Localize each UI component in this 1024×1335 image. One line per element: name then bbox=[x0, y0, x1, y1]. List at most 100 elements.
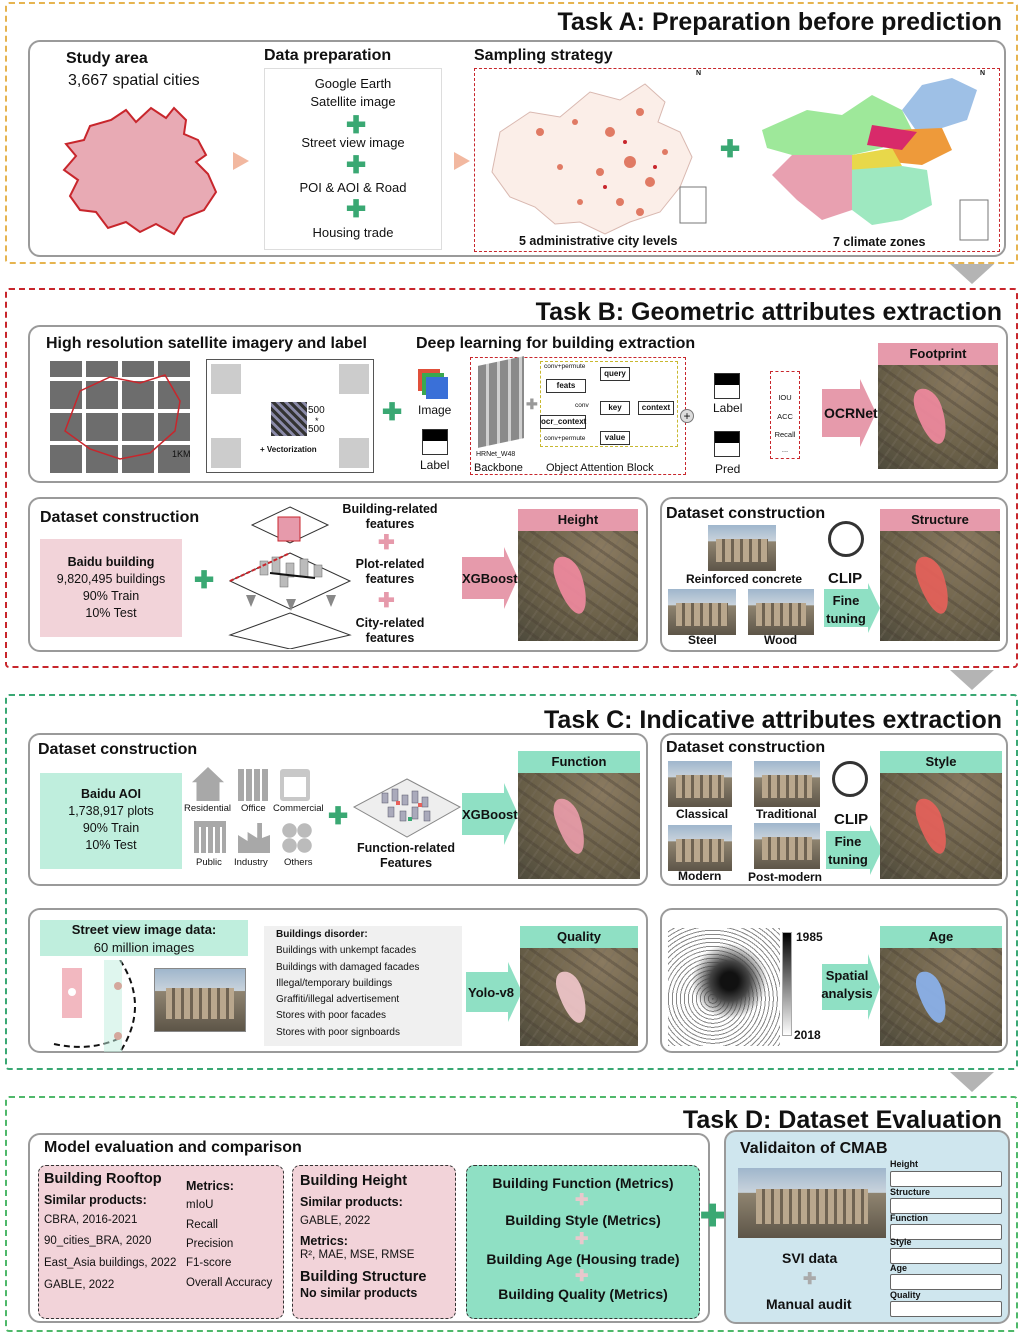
data-item-poi: POI & AOI & Road bbox=[299, 180, 407, 195]
height-eval-metrics-title: Metrics: bbox=[300, 1234, 348, 1248]
plus-icon: ✚ bbox=[803, 1271, 817, 1288]
validation-panel: Validaiton of CMAB SVI data ✚ Manual aud… bbox=[724, 1130, 1010, 1324]
field-structure-input[interactable] bbox=[890, 1198, 1002, 1214]
value-box: value bbox=[600, 431, 630, 445]
baidu-aoi-train: 90% Train bbox=[82, 821, 140, 835]
street-view-sampling-graphic bbox=[53, 960, 136, 1052]
ocrnet-arrow-head bbox=[860, 379, 876, 447]
field-height-input[interactable] bbox=[890, 1171, 1002, 1187]
dl-label-label: Label bbox=[420, 458, 450, 472]
task-c-title: Task C: Indicative attributes extraction bbox=[544, 706, 1002, 734]
climate-zones-map bbox=[762, 78, 989, 241]
function-image: Function bbox=[518, 751, 640, 879]
disorder-item: Graffiti/illegal advertisement bbox=[276, 994, 400, 1005]
xgboost-arrow-head bbox=[504, 547, 518, 609]
wood-photo bbox=[748, 589, 814, 635]
baidu-aoi-box bbox=[40, 773, 182, 869]
svi-data-subtitle: 60 million images bbox=[93, 940, 195, 955]
plus-icon: ✚ bbox=[575, 1268, 589, 1285]
tile-diagram bbox=[206, 359, 374, 473]
spatial-analysis-1: Spatial bbox=[825, 968, 869, 983]
scale-label: 1KM bbox=[172, 449, 191, 459]
structure-eval-note: No similar products bbox=[300, 1286, 418, 1300]
fine-tuning-arrow-head-structure bbox=[868, 583, 880, 633]
disorder-box bbox=[264, 926, 462, 1046]
dl-image-label: Image bbox=[418, 403, 452, 417]
rooftop-box bbox=[38, 1165, 284, 1319]
svi-data-box bbox=[40, 920, 248, 956]
task-b-title: Task B: Geometric attributes extraction bbox=[535, 298, 1002, 326]
function-panel-title: Dataset construction bbox=[38, 741, 198, 758]
validation-title: Validaiton of CMAB bbox=[740, 1140, 888, 1157]
category-commercial: Commercial bbox=[273, 803, 324, 814]
plus-icon: ✚ bbox=[575, 1231, 589, 1248]
vectorization-label: + Vectorization bbox=[260, 445, 317, 454]
city-features-1: City-related bbox=[355, 616, 425, 630]
xgboost-arrow-head-function bbox=[504, 783, 518, 845]
industry-icon bbox=[238, 823, 270, 853]
study-area-title: Study area bbox=[66, 50, 148, 67]
field-quality-input[interactable] bbox=[890, 1301, 1002, 1317]
clip-label-style: CLIP bbox=[834, 811, 869, 828]
svi-label: SVI data bbox=[782, 1250, 838, 1266]
task-arrow-a-b bbox=[950, 264, 994, 284]
eval-quality: Building Quality (Metrics) bbox=[498, 1286, 668, 1302]
backbone-small-label: HRNet_W48 bbox=[476, 451, 516, 458]
eval-style: Building Style (Metrics) bbox=[505, 1212, 661, 1228]
age-bar: Age bbox=[880, 926, 1002, 948]
office-icon bbox=[238, 769, 270, 801]
spatial-analysis-2: analysis bbox=[821, 986, 873, 1001]
function-plot-graphic bbox=[352, 778, 462, 838]
class-modern: Modern bbox=[678, 869, 722, 883]
xgboost-arrow-function bbox=[462, 793, 504, 835]
steel-photo bbox=[668, 589, 736, 635]
plus-icon: ✚ bbox=[378, 590, 395, 612]
tile-width: 500 bbox=[308, 405, 325, 416]
dl-label2: Label bbox=[713, 401, 743, 415]
disorder-item: Stores with poor facades bbox=[276, 1010, 387, 1021]
category-office: Office bbox=[241, 803, 266, 814]
feature-layers-graphic bbox=[228, 506, 352, 649]
clip-label-structure: CLIP bbox=[828, 570, 863, 587]
class-steel: Steel bbox=[688, 633, 717, 647]
building-features-2: features bbox=[365, 517, 415, 531]
task-b-frame: Task B: Geometric attributes extraction bbox=[5, 288, 1018, 668]
backbone-label: Backbone bbox=[474, 462, 523, 474]
ocrnet-label: OCRNet bbox=[824, 405, 878, 421]
admin-levels-map bbox=[491, 83, 707, 235]
footprint-image: Footprint bbox=[878, 343, 998, 469]
function-features-1: Function-related bbox=[357, 841, 455, 855]
street-view-photo bbox=[154, 968, 246, 1032]
class-reinforced-concrete: Reinforced concrete bbox=[686, 572, 803, 586]
sum-icon: + bbox=[680, 409, 694, 423]
fine-tuning-style-1: Fine bbox=[834, 834, 862, 849]
field-function-input[interactable] bbox=[890, 1224, 1002, 1240]
china-map-shape bbox=[62, 106, 218, 236]
svi-validation-photo bbox=[738, 1168, 886, 1238]
city-features-2: features bbox=[365, 631, 415, 645]
disorder-item: Buildings with damaged facades bbox=[276, 962, 420, 973]
plus-icon: ✚ bbox=[526, 396, 538, 412]
rooftop-product: East_Asia buildings, 2022 bbox=[44, 1257, 177, 1269]
height-eval-product: GABLE, 2022 bbox=[300, 1215, 371, 1227]
traditional-photo bbox=[754, 761, 820, 807]
field-style-input[interactable] bbox=[890, 1248, 1002, 1264]
category-residential: Residential bbox=[184, 803, 231, 814]
data-item-housing: Housing trade bbox=[312, 225, 394, 240]
plus-icon: ✚ bbox=[378, 532, 395, 554]
fine-tuning-arrow-style bbox=[826, 831, 870, 869]
eval-age: Building Age (Housing trade) bbox=[486, 1251, 680, 1267]
disorder-item: Buildings with unkempt facades bbox=[276, 945, 417, 956]
image-stack-icon bbox=[418, 369, 448, 399]
feats-box: feats bbox=[546, 379, 586, 393]
baidu-aoi-count: 1,738,917 plots bbox=[68, 804, 154, 818]
plus-icon: ✚ bbox=[575, 1192, 589, 1209]
task-c-frame: Task C: Indicative attributes extraction bbox=[5, 694, 1018, 1070]
arrow-study-to-data bbox=[233, 152, 249, 170]
field-age-input[interactable] bbox=[890, 1274, 1002, 1290]
function-panel: Dataset construction Baidu AOI 1,738,917… bbox=[28, 733, 648, 886]
height-panel: Dataset construction Baidu building 9,82… bbox=[28, 497, 648, 652]
label-output-icon bbox=[714, 373, 740, 399]
baidu-building-title: Baidu building bbox=[67, 555, 155, 569]
conv-label: conv bbox=[575, 402, 589, 409]
